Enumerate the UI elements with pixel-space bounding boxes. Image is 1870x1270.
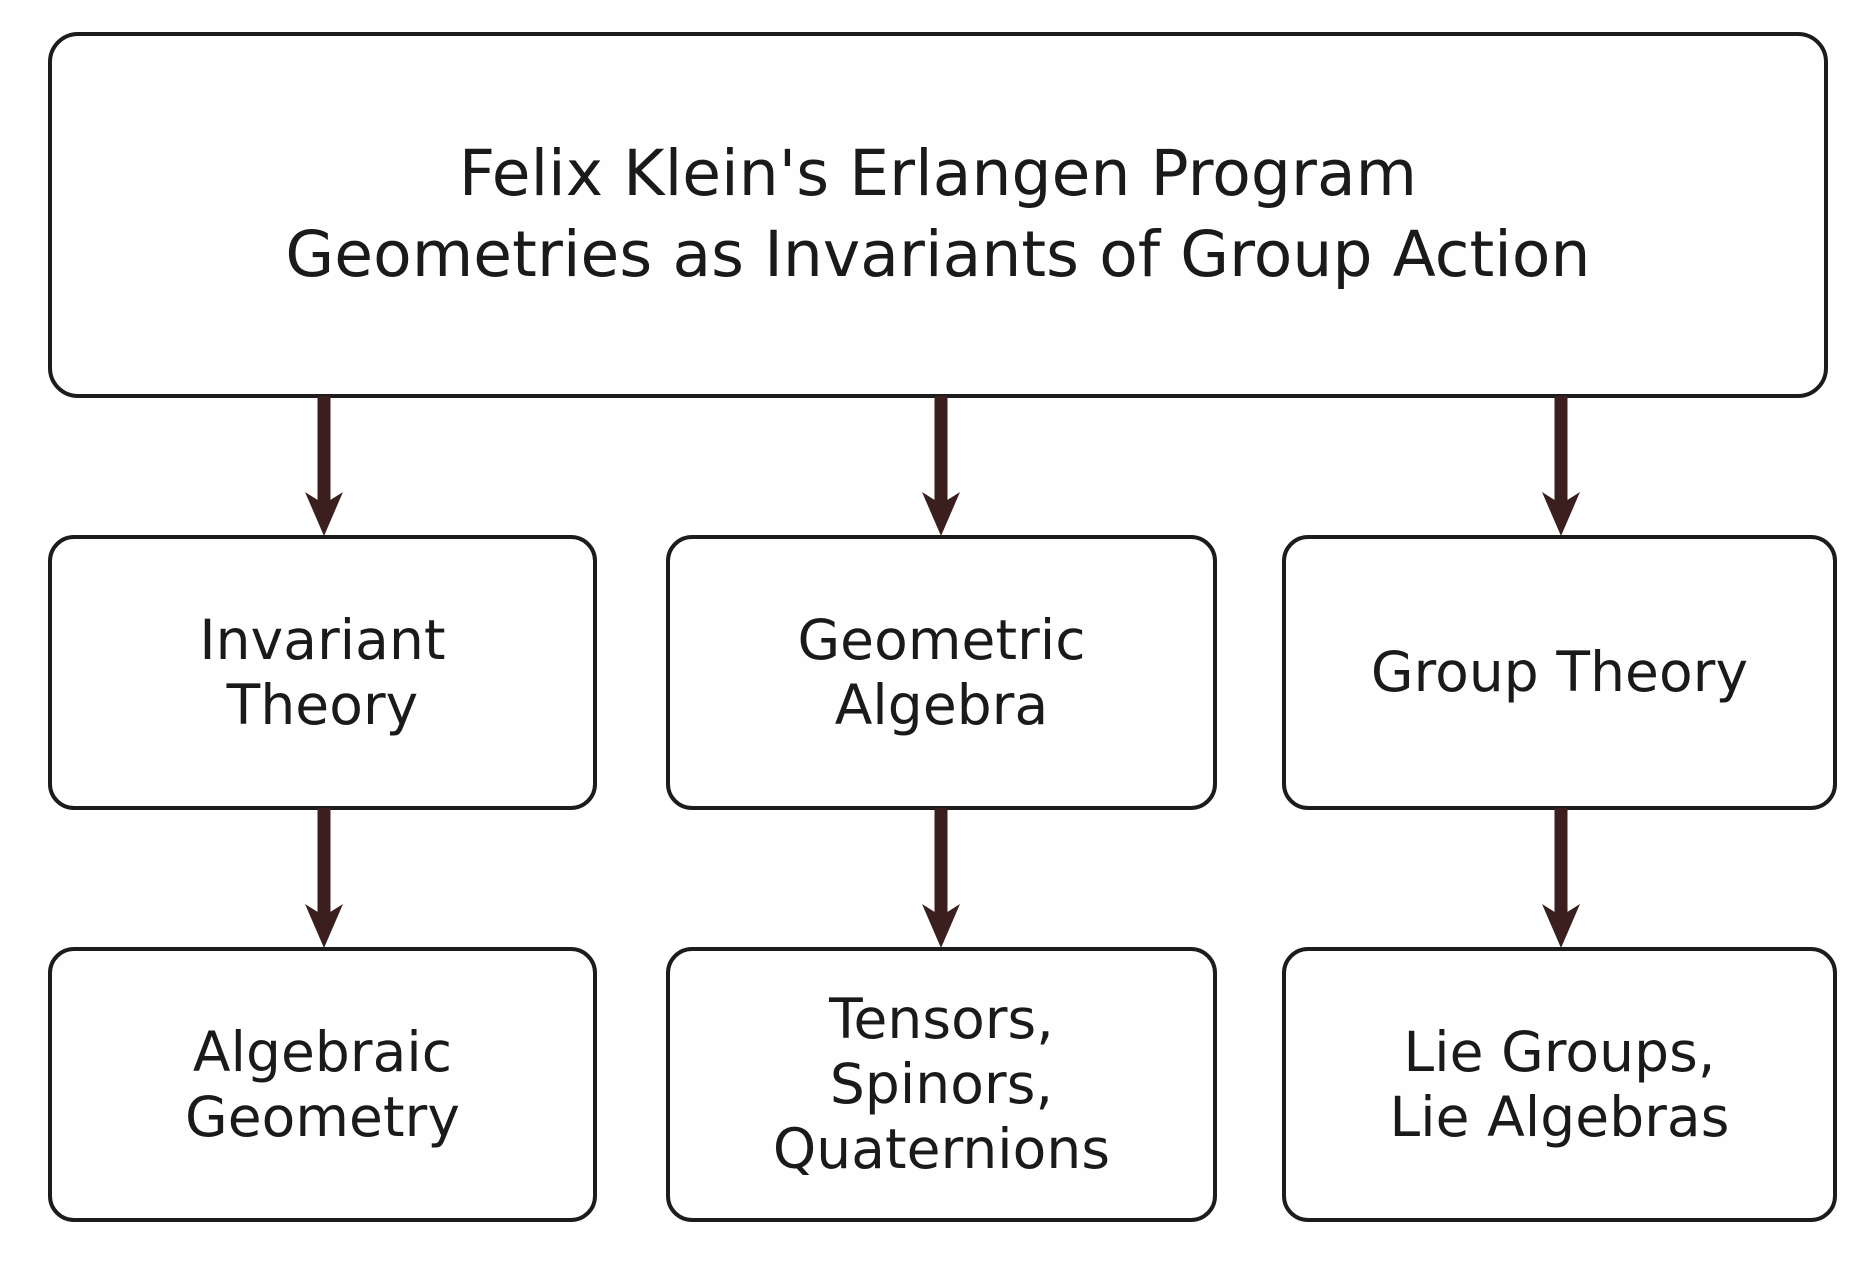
node-tensors-spinors-quaternions[interactable]: Tensors, Spinors, Quaternions [666, 947, 1217, 1222]
node-tensors-spinors-quaternions-label: Tensors, Spinors, Quaternions [772, 987, 1111, 1181]
node-erlangen-program-label: Felix Klein's Erlangen Program Geometrie… [285, 137, 1591, 291]
arrow-root-to-geometric-algebra [920, 396, 962, 538]
node-algebraic-geometry-label: Algebraic Geometry [184, 1019, 461, 1149]
node-group-theory[interactable]: Group Theory [1282, 535, 1837, 810]
node-invariant-theory-label: Invariant Theory [199, 607, 446, 737]
node-lie-groups-lie-algebras[interactable]: Lie Groups, Lie Algebras [1282, 947, 1837, 1222]
node-algebraic-geometry[interactable]: Algebraic Geometry [48, 947, 597, 1222]
arrow-geometric-algebra-to-tensors [920, 808, 962, 950]
arrow-invariant-theory-to-algebraic-geometry [303, 808, 345, 950]
node-invariant-theory[interactable]: Invariant Theory [48, 535, 597, 810]
arrow-group-theory-to-lie-groups [1540, 808, 1582, 950]
node-erlangen-program[interactable]: Felix Klein's Erlangen Program Geometrie… [48, 32, 1828, 398]
arrow-root-to-invariant-theory [303, 396, 345, 538]
arrow-root-to-group-theory [1540, 396, 1582, 538]
node-geometric-algebra-label: Geometric Algebra [797, 607, 1086, 737]
node-lie-groups-lie-algebras-label: Lie Groups, Lie Algebras [1389, 1019, 1730, 1149]
node-group-theory-label: Group Theory [1370, 640, 1749, 705]
node-geometric-algebra[interactable]: Geometric Algebra [666, 535, 1217, 810]
